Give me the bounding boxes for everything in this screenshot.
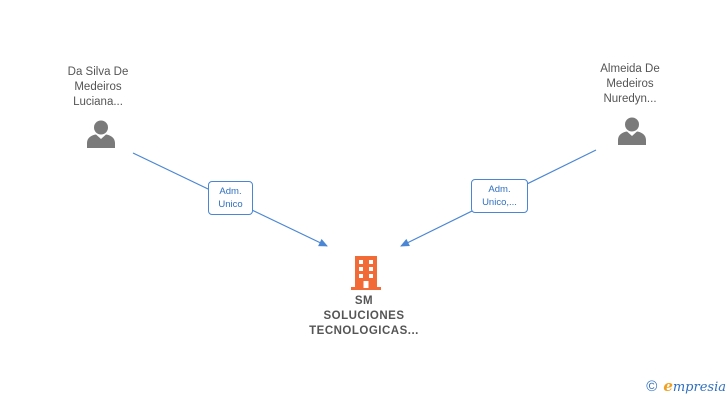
person-name-luciana[interactable]: Da Silva De Medeiros Luciana... [67, 66, 129, 108]
brand-footer: © empresia [646, 378, 726, 396]
company-name[interactable]: SM SOLUCIONES TECNOLOGICAS... [309, 295, 419, 337]
person-icon[interactable] [85, 118, 117, 150]
person-icon[interactable] [616, 115, 648, 147]
building-icon[interactable] [349, 254, 383, 292]
edge-label-nuredyn[interactable]: Adm. Unico,... [471, 179, 528, 213]
brand-logo-rest: mpresia [672, 380, 726, 395]
brand-logo-initial: e [663, 377, 673, 395]
person-name-nuredyn[interactable]: Almeida De Medeiros Nuredyn... [600, 63, 660, 105]
edge-label-luciana[interactable]: Adm. Unico [208, 181, 253, 215]
brand-logo: empresia [663, 378, 726, 396]
copyright-icon: © [646, 378, 658, 395]
